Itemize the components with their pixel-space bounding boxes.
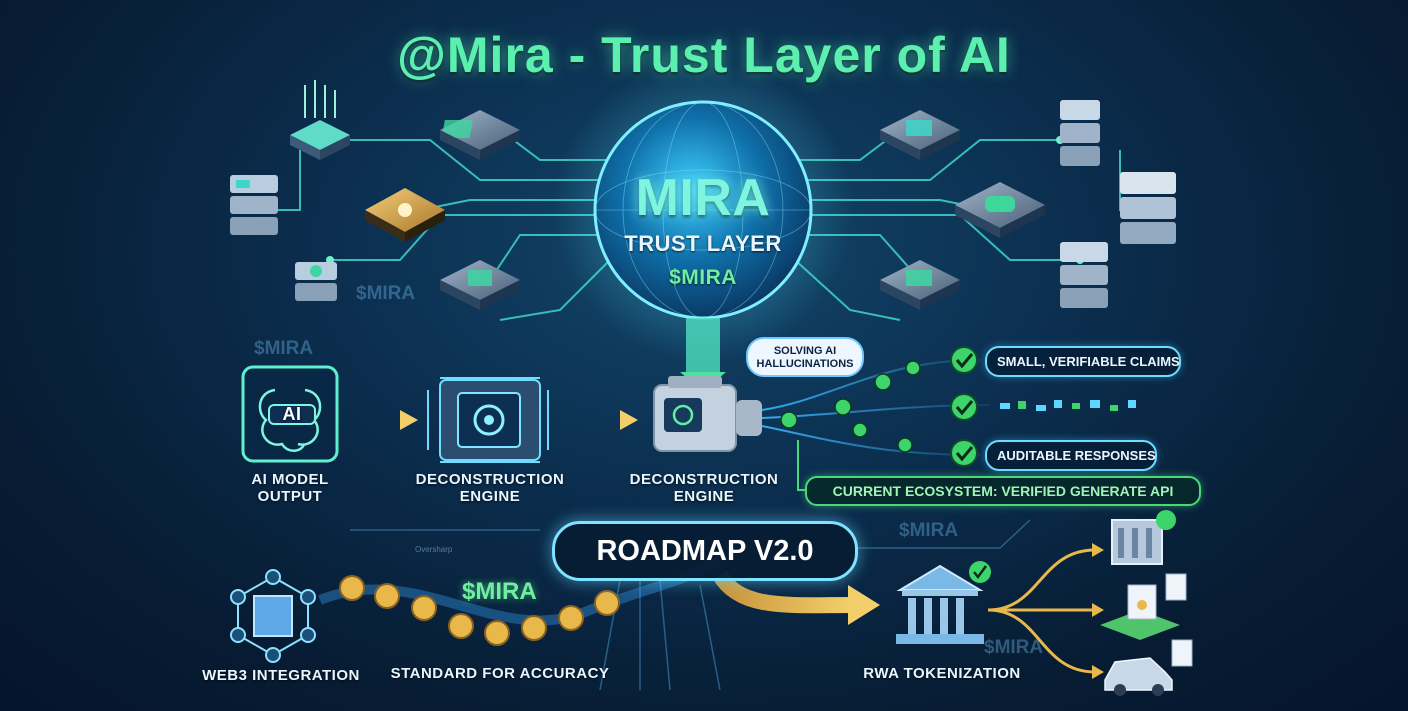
server-stack-icon bbox=[295, 262, 337, 301]
server-stack-icon bbox=[1120, 172, 1176, 244]
orb-pipe bbox=[686, 318, 720, 378]
mira-watermark: $MIRA bbox=[254, 338, 313, 360]
mira-watermark: $MIRA bbox=[356, 283, 415, 305]
engine-2-label: DECONSTRUCTION ENGINE bbox=[624, 471, 784, 505]
rwa-arrow-head-icon bbox=[848, 585, 880, 625]
chip-icon bbox=[440, 110, 520, 160]
orb-name: MIRA bbox=[603, 170, 803, 226]
server-stack-icon bbox=[230, 175, 278, 235]
hallucination-bubble: SOLVING AI HALLUCINATIONS bbox=[746, 337, 864, 377]
gold-chip-icon bbox=[365, 188, 445, 242]
chip-icon bbox=[880, 260, 960, 310]
verification-machine-icon bbox=[654, 376, 762, 451]
chip-icon bbox=[880, 110, 960, 160]
branch-arrow-icon bbox=[1092, 543, 1104, 557]
orb-ticker: $MIRA bbox=[603, 266, 803, 290]
flow-arrow-icon bbox=[550, 410, 638, 430]
web3-network-icon bbox=[231, 570, 315, 662]
ai-chip-text: AI bbox=[268, 404, 316, 425]
document-icon bbox=[1166, 574, 1192, 666]
chip-icon bbox=[955, 182, 1045, 238]
web3-label: WEB3 INTEGRATION bbox=[196, 667, 366, 684]
ai-model-output-label: AI MODEL OUTPUT bbox=[230, 471, 350, 505]
rwa-label: RWA TOKENIZATION bbox=[852, 665, 1032, 682]
page-title: @Mira - Trust Layer of AI bbox=[0, 26, 1408, 84]
car-icon bbox=[1105, 658, 1172, 696]
mira-watermark: $MIRA bbox=[899, 520, 958, 542]
chip-icon bbox=[440, 260, 520, 310]
orb-subtitle: TRUST LAYER bbox=[603, 232, 803, 256]
ecosystem-banner: CURRENT ECOSYSTEM: VERIFIED GENERATE API bbox=[805, 476, 1201, 506]
big-check-icon bbox=[951, 440, 977, 466]
flow-arrow-icon bbox=[345, 410, 418, 430]
building-icon bbox=[1112, 510, 1176, 564]
engine-1-label: DECONSTRUCTION ENGINE bbox=[410, 471, 570, 505]
server-stack-icon bbox=[1060, 100, 1100, 166]
auditable-pill: AUDITABLE RESPONSES bbox=[985, 440, 1157, 471]
branch-arrow-icon bbox=[1092, 665, 1104, 679]
mira-watermark: $MIRA bbox=[984, 637, 1043, 659]
chip-icon bbox=[290, 80, 350, 160]
small-caption: Oversharp bbox=[415, 545, 452, 554]
big-check-icon bbox=[951, 394, 977, 420]
roadmap-badge: ROADMAP V2.0 bbox=[552, 521, 858, 581]
bank-icon bbox=[896, 561, 991, 644]
deconstruction-engine-chip-icon bbox=[428, 378, 548, 462]
claims-pill: SMALL, VERIFIABLE CLAIMS bbox=[985, 346, 1181, 377]
mira-token-label: $MIRA bbox=[462, 578, 537, 606]
data-dots bbox=[1000, 400, 1136, 411]
big-check-icon bbox=[951, 347, 977, 373]
branch-arrow-icon bbox=[1092, 603, 1104, 617]
eco-connector bbox=[798, 440, 805, 490]
server-stack-icon bbox=[1060, 242, 1108, 308]
accuracy-label: STANDARD FOR ACCURACY bbox=[385, 665, 615, 682]
